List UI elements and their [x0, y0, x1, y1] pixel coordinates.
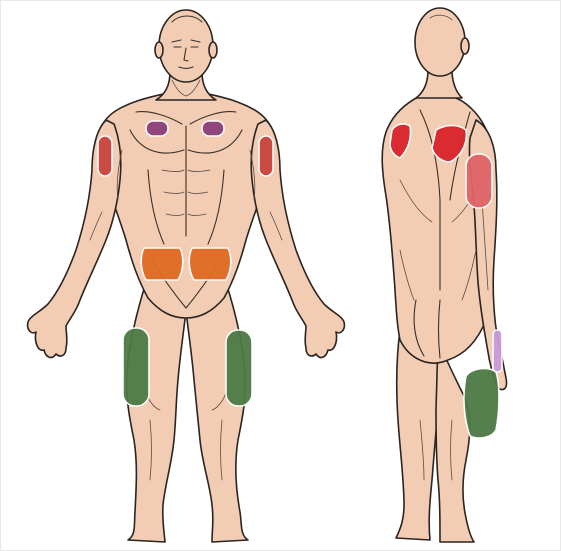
- back-head: [415, 8, 465, 76]
- site-abdomen-left: [141, 248, 183, 280]
- site-front-upper-arm-left: [98, 136, 112, 176]
- site-back-forearm: [493, 330, 502, 372]
- site-thigh-left: [123, 328, 149, 406]
- site-chest-left: [146, 121, 168, 136]
- site-thigh-right: [226, 330, 252, 406]
- front-ear-left: [155, 42, 163, 58]
- site-front-upper-arm-right: [259, 136, 273, 176]
- back-ear: [461, 38, 469, 54]
- site-buttock-thigh: [464, 369, 499, 438]
- site-chest-right: [202, 121, 224, 136]
- front-head: [159, 10, 213, 82]
- site-back-upper-arm: [466, 154, 492, 208]
- front-ear-right: [209, 42, 217, 58]
- site-abdomen-right: [189, 248, 231, 280]
